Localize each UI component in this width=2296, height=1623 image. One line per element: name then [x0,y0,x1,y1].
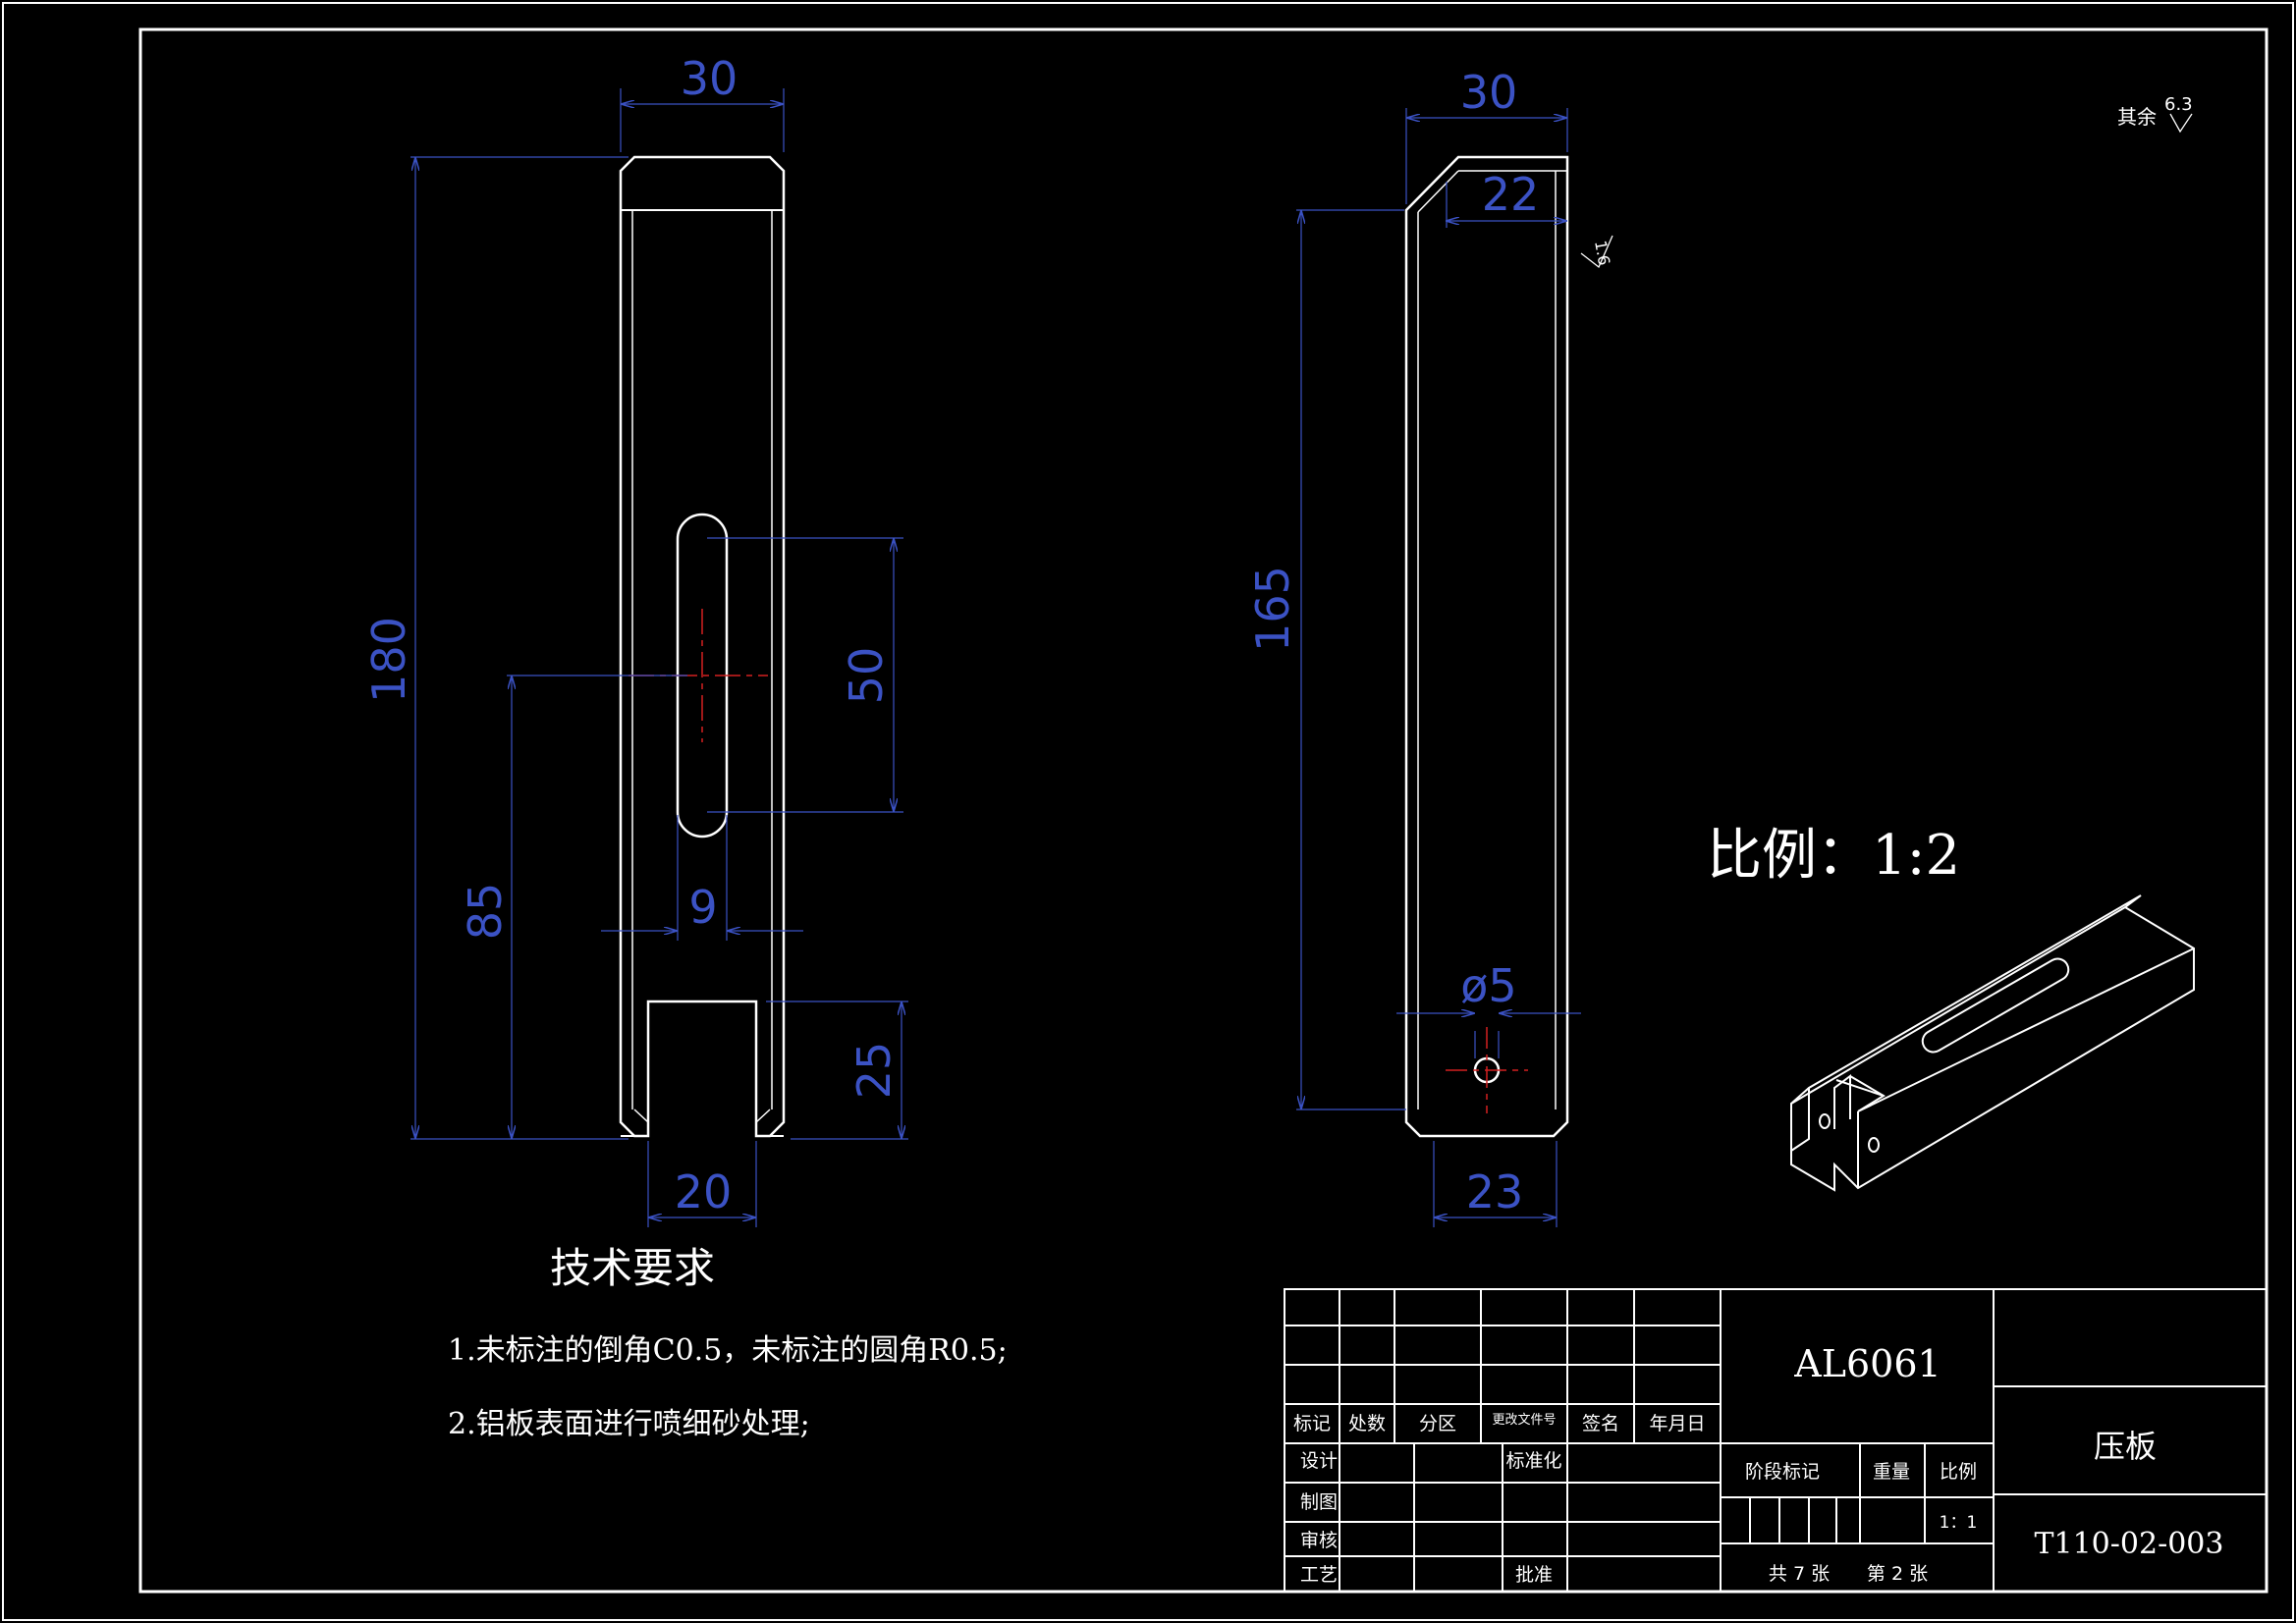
tech-item-2: 2.铝板表面进行喷细砂处理; [448,1407,810,1441]
isometric-view [1790,894,2195,1192]
svg-text:1.6: 1.6 [1591,239,1613,266]
side-length-dim: 165 [1246,566,1299,652]
slot-length-dim: 50 [840,647,893,705]
role-drafting: 制图 [1300,1491,1338,1513]
side-bottom-dim: 23 [1466,1165,1524,1218]
side-chamfer-inner [1417,170,1459,213]
svg-text:其余: 其余 [2117,105,2157,129]
side-top-inner-dim: 22 [1482,168,1540,221]
scale-value: 1：1 [1940,1513,1978,1533]
rev-header-5: 年月日 [1649,1413,1705,1434]
notch-chamfer-left [633,1109,649,1123]
rev-header-3: 更改文件号 [1492,1413,1556,1428]
hole-dia-dim: ø5 [1460,959,1516,1012]
stage-mark-label: 阶段标记 [1745,1461,1820,1483]
weight-label: 重量 [1873,1461,1910,1483]
scale-note: 比例：1:2 [1707,824,1960,888]
tech-item-1: 1.未标注的倒角C0.5，未标注的圆角R0.5; [448,1333,1008,1368]
side-width-dim: 30 [1460,66,1518,119]
scale-label: 比例 [1940,1461,1977,1483]
notch-depth-dim: 25 [847,1042,901,1100]
approval-label: 批准 [1515,1564,1553,1586]
slot-position-dim: 85 [459,883,512,941]
svg-text:6.3: 6.3 [2164,94,2193,115]
slot-width-dim: 9 [688,881,717,934]
side-outline [1404,155,1569,1138]
front-outline [619,155,786,1138]
notch-chamfer-right [755,1109,771,1123]
rev-header-0: 标记 [1293,1413,1331,1434]
standardization-label: 标准化 [1505,1450,1561,1472]
inner-frame [138,27,2269,1594]
tech-title: 技术要求 [550,1244,715,1292]
drawing-no: T110-02-003 [2035,1527,2224,1561]
role-review: 审核 [1300,1530,1338,1551]
role-design: 设计 [1300,1450,1338,1472]
tech-requirements: 技术要求 1.未标注的倒角C0.5，未标注的圆角R0.5; 2.铝板表面进行喷细… [448,1244,1008,1441]
roughness-general: 其余 6.3 [2117,94,2193,134]
role-process: 工艺 [1300,1564,1338,1586]
part-name: 压板 [2094,1428,2157,1465]
title-block: 标记 处数 分区 更改文件号 签名 年月日 设计 制图 审核 工艺 标准化 批准… [1284,1288,2268,1593]
rev-header-1: 处数 [1348,1413,1386,1434]
material: AL6061 [1793,1342,1941,1385]
front-view: 30 180 50 85 9 25 20 [362,52,908,1227]
sheet-no: 第 2 张 [1867,1563,1928,1585]
rev-header-4: 签名 [1582,1413,1619,1434]
front-length-dim: 180 [362,617,415,703]
sheets-total: 共 7 张 [1769,1563,1830,1585]
rev-header-2: 分区 [1419,1413,1456,1434]
front-width-dim: 30 [681,52,738,105]
notch-width-dim: 20 [675,1165,733,1218]
side-view: 30 22 165 ø5 23 1.6 [1246,66,1613,1227]
roughness-symbol-side: 1.6 [1580,235,1613,269]
